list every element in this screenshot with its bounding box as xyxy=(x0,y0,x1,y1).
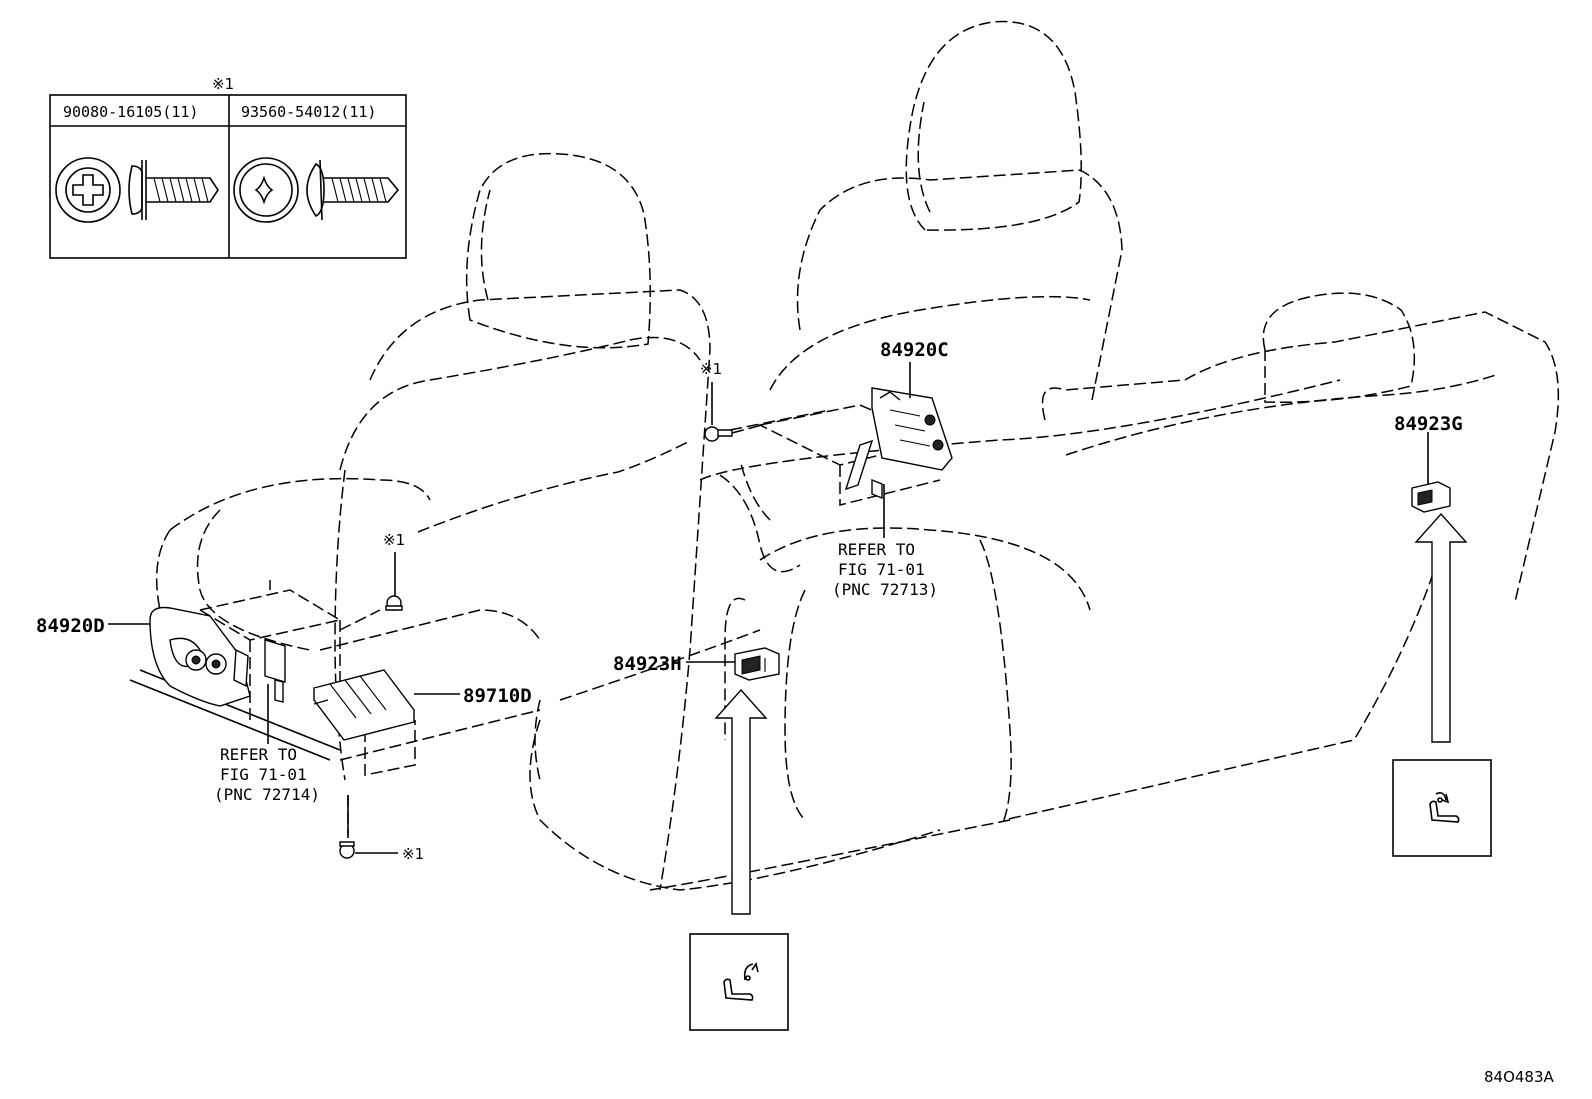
pan-head-screw-icon xyxy=(233,157,400,223)
part-84923G-switch xyxy=(1411,481,1451,513)
ref-rear-line3: (PNC 72713) xyxy=(832,580,938,599)
ref-front-line1: REFER TO xyxy=(220,745,297,764)
bolt-front-upper xyxy=(385,552,403,611)
part-89710D-control-unit xyxy=(312,669,416,741)
drawing-code: 84O483A xyxy=(1484,1068,1555,1086)
part-84923H-switch xyxy=(734,647,780,681)
mark-front-bolt: ※1 xyxy=(383,531,405,549)
ref-rear-line2: FIG 71-01 xyxy=(838,560,925,579)
seat-recline-forward-icon xyxy=(723,962,759,1001)
bolt-front-lower xyxy=(339,795,398,859)
seat-recline-back-icon xyxy=(1429,792,1460,823)
label-84923H: 84923H xyxy=(613,653,682,675)
label-84920C: 84920C xyxy=(880,339,949,361)
label-84923G: 84923G xyxy=(1394,413,1463,435)
part-number-93560-54012: 93560-54012(11) xyxy=(241,103,376,121)
fastener-table: ※1 90080-16105(11) 93560-54012(11) xyxy=(49,75,407,259)
mark-front-lower-bolt: ※1 xyxy=(402,845,424,863)
reference-note-rear: REFER TO FIG 71-01 (PNC 72713) xyxy=(832,540,938,599)
washer-head-screw-icon xyxy=(55,157,219,223)
label-89710D: 89710D xyxy=(463,685,532,707)
front-seat xyxy=(129,152,711,891)
ref-front-line3: (PNC 72714) xyxy=(214,785,320,804)
ref-front-line2: FIG 71-01 xyxy=(220,765,307,784)
ref-rear-line1: REFER TO xyxy=(838,540,915,559)
part-84920D-power-seat-switch xyxy=(149,606,286,707)
label-84920D: 84920D xyxy=(36,615,105,637)
bolt-rear xyxy=(704,382,763,442)
view-box-rear xyxy=(1392,759,1492,857)
part-number-90080-16105: 90080-16105(11) xyxy=(63,103,198,121)
part-84920C-power-seat-switch xyxy=(844,387,953,500)
view-arrow-front xyxy=(714,688,768,915)
view-arrow-rear xyxy=(1414,512,1468,743)
rear-bench-seat xyxy=(529,20,1560,891)
view-box-front xyxy=(689,933,789,1031)
reference-note-front: REFER TO FIG 71-01 (PNC 72714) xyxy=(214,745,320,804)
mark-rear-bolt: ※1 xyxy=(700,360,722,378)
table-note-mark: ※1 xyxy=(212,75,234,93)
